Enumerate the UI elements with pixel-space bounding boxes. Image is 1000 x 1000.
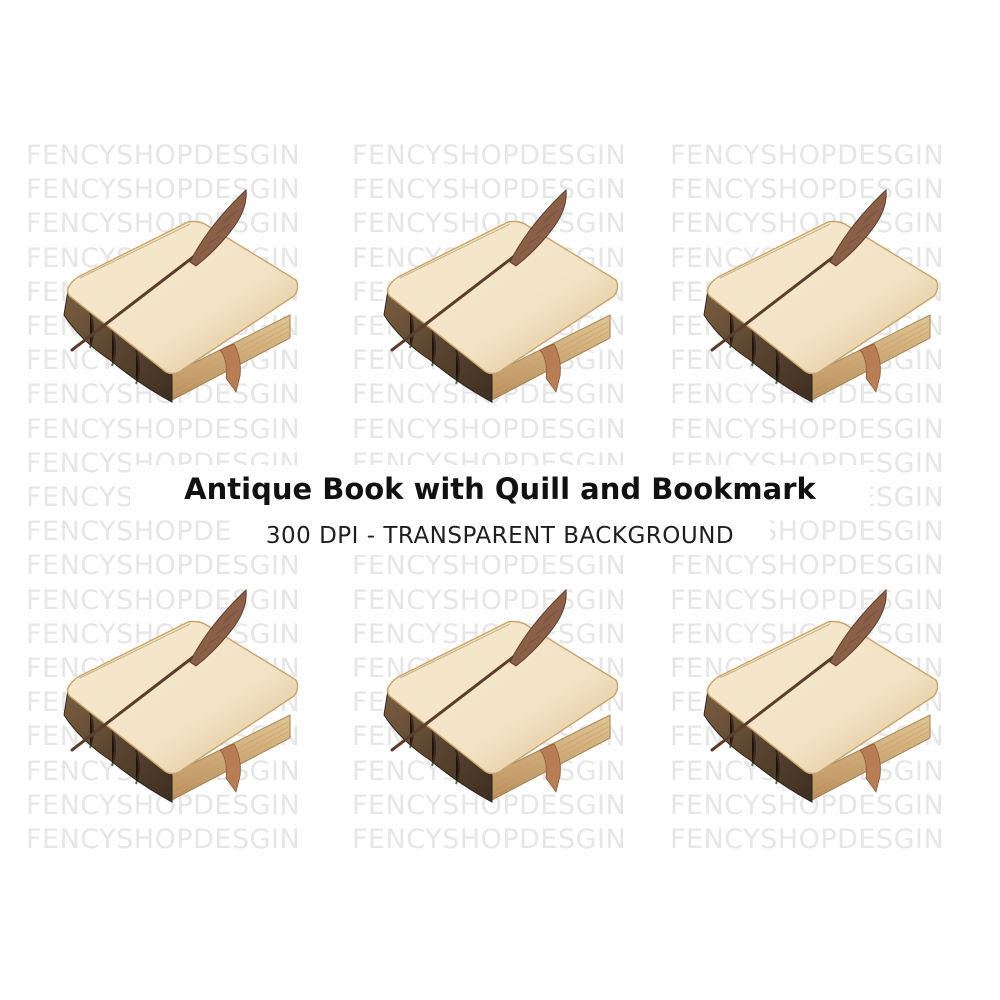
book-illustration <box>370 580 630 820</box>
watermark-row: FENCYSHOPDESGIN FENCYSHOPDESGIN FENCYSHOPD… <box>0 414 1000 448</box>
watermark-text: FENCYSHOPDESGIN <box>26 550 301 582</box>
watermark-text: FENCYSHOPDESGIN <box>670 584 945 616</box>
watermark-text: FENCYSHOPDESGIN <box>352 140 627 171</box>
watermark-text: FENCYSHOPDESGIN <box>352 584 627 616</box>
title-block: Antique Book with Quill and Bookmark 300… <box>0 455 1000 560</box>
book-quill-icon <box>383 188 619 403</box>
watermark-row: FENCYSHOPDESGIN FENCYSHOPDESGIN FENCYSHOPD… <box>0 585 1000 619</box>
watermark-text: FENCYSHOPDESGIN <box>352 824 627 855</box>
watermark-text: FENCYSHOPDESGIN <box>26 413 301 445</box>
book-illustration <box>370 180 630 420</box>
book-illustration <box>50 580 310 820</box>
watermark-row: FENCYSHOPDESGIN FENCYSHOPDESGIN FENCYSHOPD… <box>0 174 1000 208</box>
watermark-text: FENCYSHOPDESGIN <box>26 584 301 616</box>
page-subtitle: 300 DPI - TRANSPARENT BACKGROUND <box>230 517 770 555</box>
book-illustration <box>690 180 950 420</box>
watermark-text: FENCYSHOPDESGIN <box>26 140 301 171</box>
book-illustration <box>690 580 950 820</box>
watermark-row: FENCYSHOPDESGIN FENCYSHOPDESGIN FENCYSHOPD… <box>0 140 1000 174</box>
watermark-row: FENCYSHOPDESGIN FENCYSHOPDESGIN FENCYSHOPD… <box>0 824 1000 858</box>
watermark-text: FENCYSHOPDESGIN <box>26 824 301 855</box>
watermark-row: FENCYSHOPDESGIN FENCYSHOPDESGIN FENCYSHOPD… <box>0 550 1000 584</box>
book-illustration <box>50 180 310 420</box>
watermark-text: FENCYSHOPDESGIN <box>670 174 945 206</box>
watermark-text: FENCYSHOPDESGIN <box>670 413 945 445</box>
book-quill-icon <box>703 188 939 403</box>
watermark-text: FENCYSHOPDESGIN <box>670 824 945 855</box>
watermark-text: FENCYSHOPDESGIN <box>26 174 301 206</box>
book-quill-icon <box>383 588 619 803</box>
watermark-text: FENCYSHOPDESGIN <box>670 550 945 582</box>
book-quill-icon <box>63 588 299 803</box>
book-quill-icon <box>63 188 299 403</box>
page-title: Antique Book with Quill and Bookmark <box>130 465 870 513</box>
watermark-text: FENCYSHOPDESGIN <box>670 140 945 171</box>
watermark-text: FENCYSHOPDESGIN <box>352 413 627 445</box>
watermark-text: FENCYSHOPDESGIN <box>352 174 627 206</box>
watermark-text: FENCYSHOPDESGIN <box>352 550 627 582</box>
book-quill-icon <box>703 588 939 803</box>
